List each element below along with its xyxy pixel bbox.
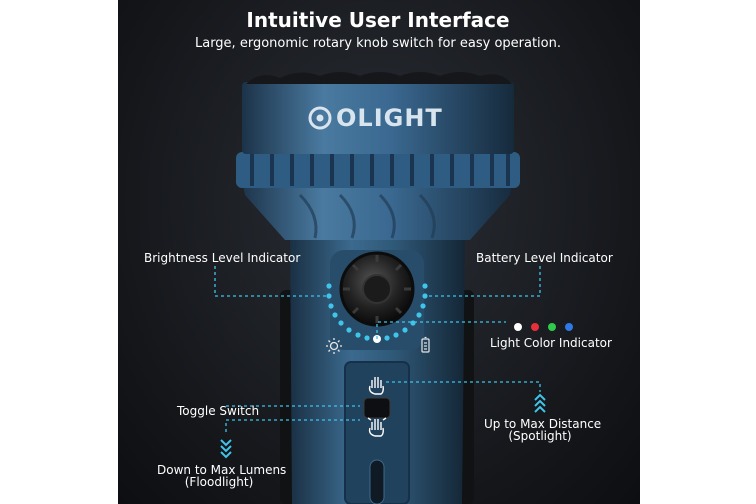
knurled-ring bbox=[236, 152, 520, 188]
max-lumens-label: Down to Max Lumens (Floodlight) bbox=[157, 463, 287, 489]
spotlight-hand-icon bbox=[368, 377, 384, 395]
max-distance-label: Up to Max Distance (Spotlight) bbox=[484, 417, 602, 443]
chevron-up-icon bbox=[534, 393, 546, 413]
callout-leader-lines bbox=[214, 266, 541, 432]
max-lumens-line1: Down to Max Lumens bbox=[157, 463, 287, 477]
bezel-crown bbox=[246, 72, 512, 84]
brightness-sun-icon bbox=[326, 338, 342, 354]
light-color-indicator-label: Light Color Indicator bbox=[490, 336, 612, 350]
chevron-down-icon bbox=[220, 439, 232, 459]
color-dot-green bbox=[548, 323, 556, 331]
battery-indicator-label: Battery Level Indicator bbox=[476, 251, 613, 265]
color-dot-red bbox=[531, 323, 539, 331]
lanyard-slot bbox=[369, 459, 385, 504]
floodlight-hand-icon bbox=[367, 417, 387, 437]
brightness-indicator-label: Brightness Level Indicator bbox=[144, 251, 301, 265]
switch-panel bbox=[344, 361, 410, 504]
max-distance-line2: (Spotlight) bbox=[508, 429, 572, 443]
brightness-level-dots bbox=[326, 283, 370, 341]
head-top bbox=[242, 82, 514, 154]
max-distance-line1: Up to Max Distance bbox=[484, 417, 602, 431]
battery-icon bbox=[421, 336, 430, 353]
brand-logo-text: OLIGHT bbox=[336, 104, 443, 132]
toggle-switch-label: Toggle Switch bbox=[177, 404, 260, 418]
toggle-switch bbox=[363, 397, 391, 419]
page-subtitle: Large, ergonomic rotary knob switch for … bbox=[194, 36, 561, 51]
color-dot-white bbox=[514, 323, 522, 331]
color-dot-blue bbox=[565, 323, 573, 331]
page-title: Intuitive User Interface bbox=[246, 8, 510, 32]
logo-mark-icon bbox=[308, 106, 332, 130]
max-lumens-line2: (Floodlight) bbox=[184, 475, 254, 489]
